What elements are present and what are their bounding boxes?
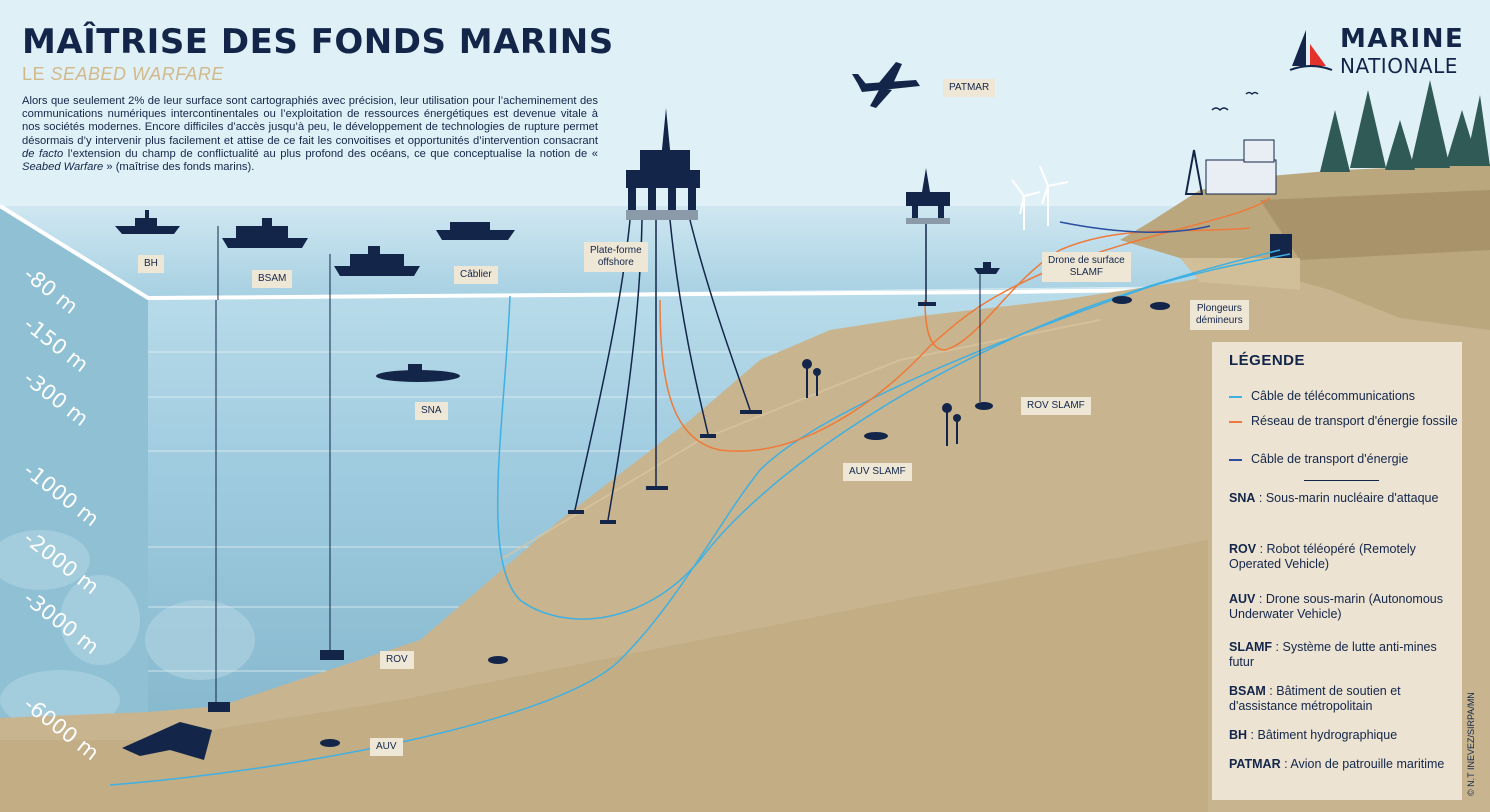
label-bsam: BSAM [252, 270, 293, 288]
legend-abbrev-slamf: SLAMF : Système de lutte anti-mines futu… [1229, 640, 1437, 669]
legend-abbrev-bsam: BSAM : Bâtiment de soutien et d'assistan… [1229, 684, 1401, 713]
rov-deep-icon [208, 702, 230, 712]
coral-decor [0, 530, 255, 730]
auv-icon [320, 656, 508, 747]
label-rov: ROV [380, 651, 414, 669]
label-sna: SNA [415, 402, 448, 420]
sea-surface [0, 206, 1300, 298]
label-cablier: Câblier [454, 266, 498, 284]
shore-station [1184, 139, 1277, 195]
legend-abbrev-bh: BH : Bâtiment hydrographique [1229, 728, 1398, 742]
legend-abbrev-auv: AUV : Drone sous-marin (Autonomous Under… [1229, 592, 1443, 621]
photo-credit: © N.T INEVEZ/SIRPA/MN [1466, 692, 1476, 796]
rov-icon [320, 650, 344, 660]
marine-nationale-logo: MARINE NATIONALE [1286, 24, 1466, 78]
energy-cable [1059, 221, 1211, 233]
bh-ship-icon [115, 210, 180, 234]
logo-sail-icon [1289, 30, 1333, 71]
telecom-cable-2 [109, 253, 1291, 786]
wreck-icon [122, 722, 212, 760]
fossile-pipeline [659, 197, 1271, 452]
label-bh: BH [138, 255, 164, 273]
waterline [0, 204, 1301, 301]
page-title: MAÎTRISE DES FONDS MARINS [22, 22, 614, 62]
label-auv-slamf: AUV SLAMF [843, 463, 912, 481]
offshore-platform-icon [626, 108, 700, 220]
wind-turbines [1011, 165, 1069, 230]
kelp-decor [802, 359, 961, 446]
patmar-aircraft-icon [852, 62, 920, 108]
diver-icon [1112, 296, 1170, 310]
support-ship-icon [329, 246, 420, 300]
page-subtitle: LE SEABED WARFARE [22, 64, 224, 84]
legend-swatch [1229, 396, 1242, 398]
cablier-ship-icon [436, 222, 515, 240]
intro-paragraph: Alors que seulement 2% de leur surface s… [22, 95, 598, 174]
sna-submarine-icon [376, 364, 460, 382]
legend-abbrev-patmar: PATMAR : Avion de patrouille maritime [1229, 757, 1445, 771]
cable-landing-tunnel [1270, 234, 1292, 258]
label-auv: AUV [370, 738, 403, 756]
telecom-cable-1 [496, 249, 1281, 620]
legend-swatch [1229, 459, 1242, 461]
label-rov-slamf: ROV SLAMF [1021, 397, 1091, 415]
legend-abbrev-rov: ROV : Robot téléopéré (Remotely Operated… [1229, 542, 1416, 571]
legend-divider [1304, 480, 1379, 481]
auv-slamf-icon [864, 432, 888, 440]
legend-title: LÉGENDE [1229, 352, 1306, 369]
birds [1211, 91, 1259, 112]
rov-slamf-icon [975, 268, 993, 410]
legend-abbrev-sna: SNA : Sous-marin nucléaire d'attaque [1229, 491, 1439, 505]
legend-swatch [1229, 421, 1242, 423]
bsam-ship-icon [217, 218, 308, 300]
legend-panel: LÉGENDE Câble de télécommunications Rése… [1212, 342, 1462, 800]
offshore-rig-icon [906, 168, 950, 224]
trees [1320, 80, 1490, 172]
label-patmar: PATMAR [943, 79, 996, 97]
